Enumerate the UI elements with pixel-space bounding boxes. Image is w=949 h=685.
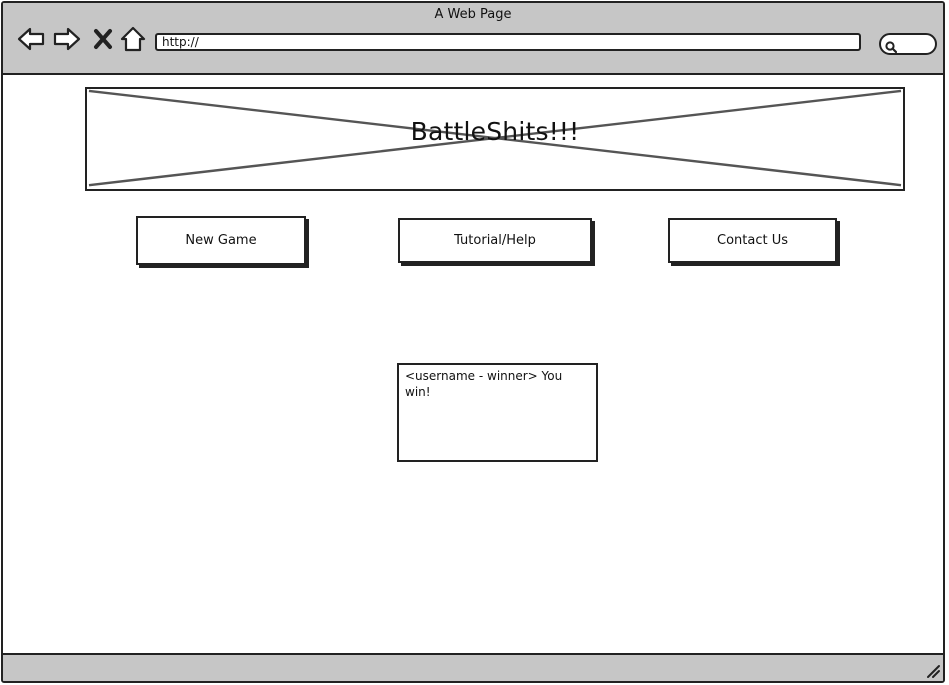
search-icon (885, 38, 898, 54)
page-content: BattleShits!!! New Game Tutorial/Help Co… (3, 75, 943, 653)
browser-toolbar: A Web Page http:// (3, 3, 943, 75)
page-title: BattleShits!!! (410, 117, 580, 146)
status-bar (3, 653, 943, 681)
tutorial-help-button[interactable]: Tutorial/Help (398, 218, 592, 263)
contact-us-button[interactable]: Contact Us (668, 218, 837, 263)
new-game-button[interactable]: New Game (136, 216, 306, 265)
banner-image-placeholder: BattleShits!!! (85, 87, 905, 191)
home-icon[interactable] (119, 25, 147, 53)
image-placeholder-icon (88, 89, 902, 187)
address-url: http:// (162, 35, 199, 49)
winner-message-text: <username - winner> You win! (405, 369, 563, 399)
winner-message-box: <username - winner> You win! (397, 363, 598, 462)
search-input[interactable] (879, 33, 937, 55)
address-bar[interactable]: http:// (155, 33, 861, 51)
window-title: A Web Page (434, 7, 512, 22)
forward-arrow-icon[interactable] (53, 25, 81, 53)
close-icon[interactable] (91, 25, 115, 53)
resize-grip-icon[interactable] (925, 663, 941, 679)
back-arrow-icon[interactable] (17, 25, 45, 53)
